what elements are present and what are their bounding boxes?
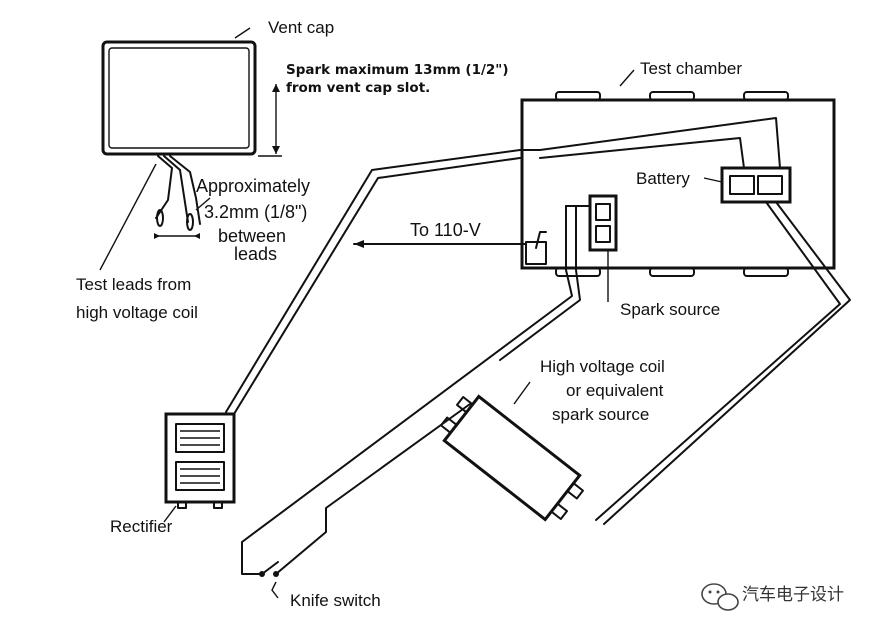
watermark: 汽车电子设计 — [701, 583, 844, 611]
spark-source-label: Spark source — [620, 300, 720, 319]
test-chamber — [520, 69, 836, 302]
test-leads-label-line2: high voltage coil — [76, 303, 198, 322]
wechat-icon — [701, 583, 739, 611]
vent-cap-leader — [234, 27, 251, 39]
battery-label: Battery — [636, 169, 690, 188]
rectifier-label: Rectifier — [110, 517, 173, 536]
test-leads — [99, 155, 211, 271]
wiring — [225, 117, 851, 575]
approx-label-line4: leads — [234, 244, 277, 264]
approx-label-line1: Approximately — [196, 176, 310, 196]
rectifier — [163, 412, 236, 523]
vent-cap — [101, 27, 282, 157]
knife-switch-label: Knife switch — [290, 591, 381, 610]
knife-switch — [259, 561, 279, 599]
hv-coil-label-line1: High voltage coil — [540, 357, 665, 376]
approx-label-line2: 3.2mm (1/8") — [204, 202, 307, 222]
watermark-text: 汽车电子设计 — [742, 585, 844, 605]
battery — [703, 166, 792, 204]
spark-max-label-line2: from vent cap slot. — [286, 80, 430, 96]
hv-coil-label-line2: or equivalent — [566, 381, 664, 400]
hv-coil-label-line3: spark source — [552, 405, 649, 424]
test-chamber-label: Test chamber — [640, 59, 742, 78]
vent-cap-label: Vent cap — [268, 18, 334, 37]
spark-source — [588, 194, 618, 302]
high-voltage-coil — [440, 394, 584, 522]
test-leads-label-line1: Test leads from — [76, 275, 191, 294]
approx-label-line3: between — [218, 226, 286, 246]
spark-max-label-line1: Spark maximum 13mm (1/2") — [286, 62, 509, 78]
to-110v-label: To 110-V — [410, 220, 481, 240]
